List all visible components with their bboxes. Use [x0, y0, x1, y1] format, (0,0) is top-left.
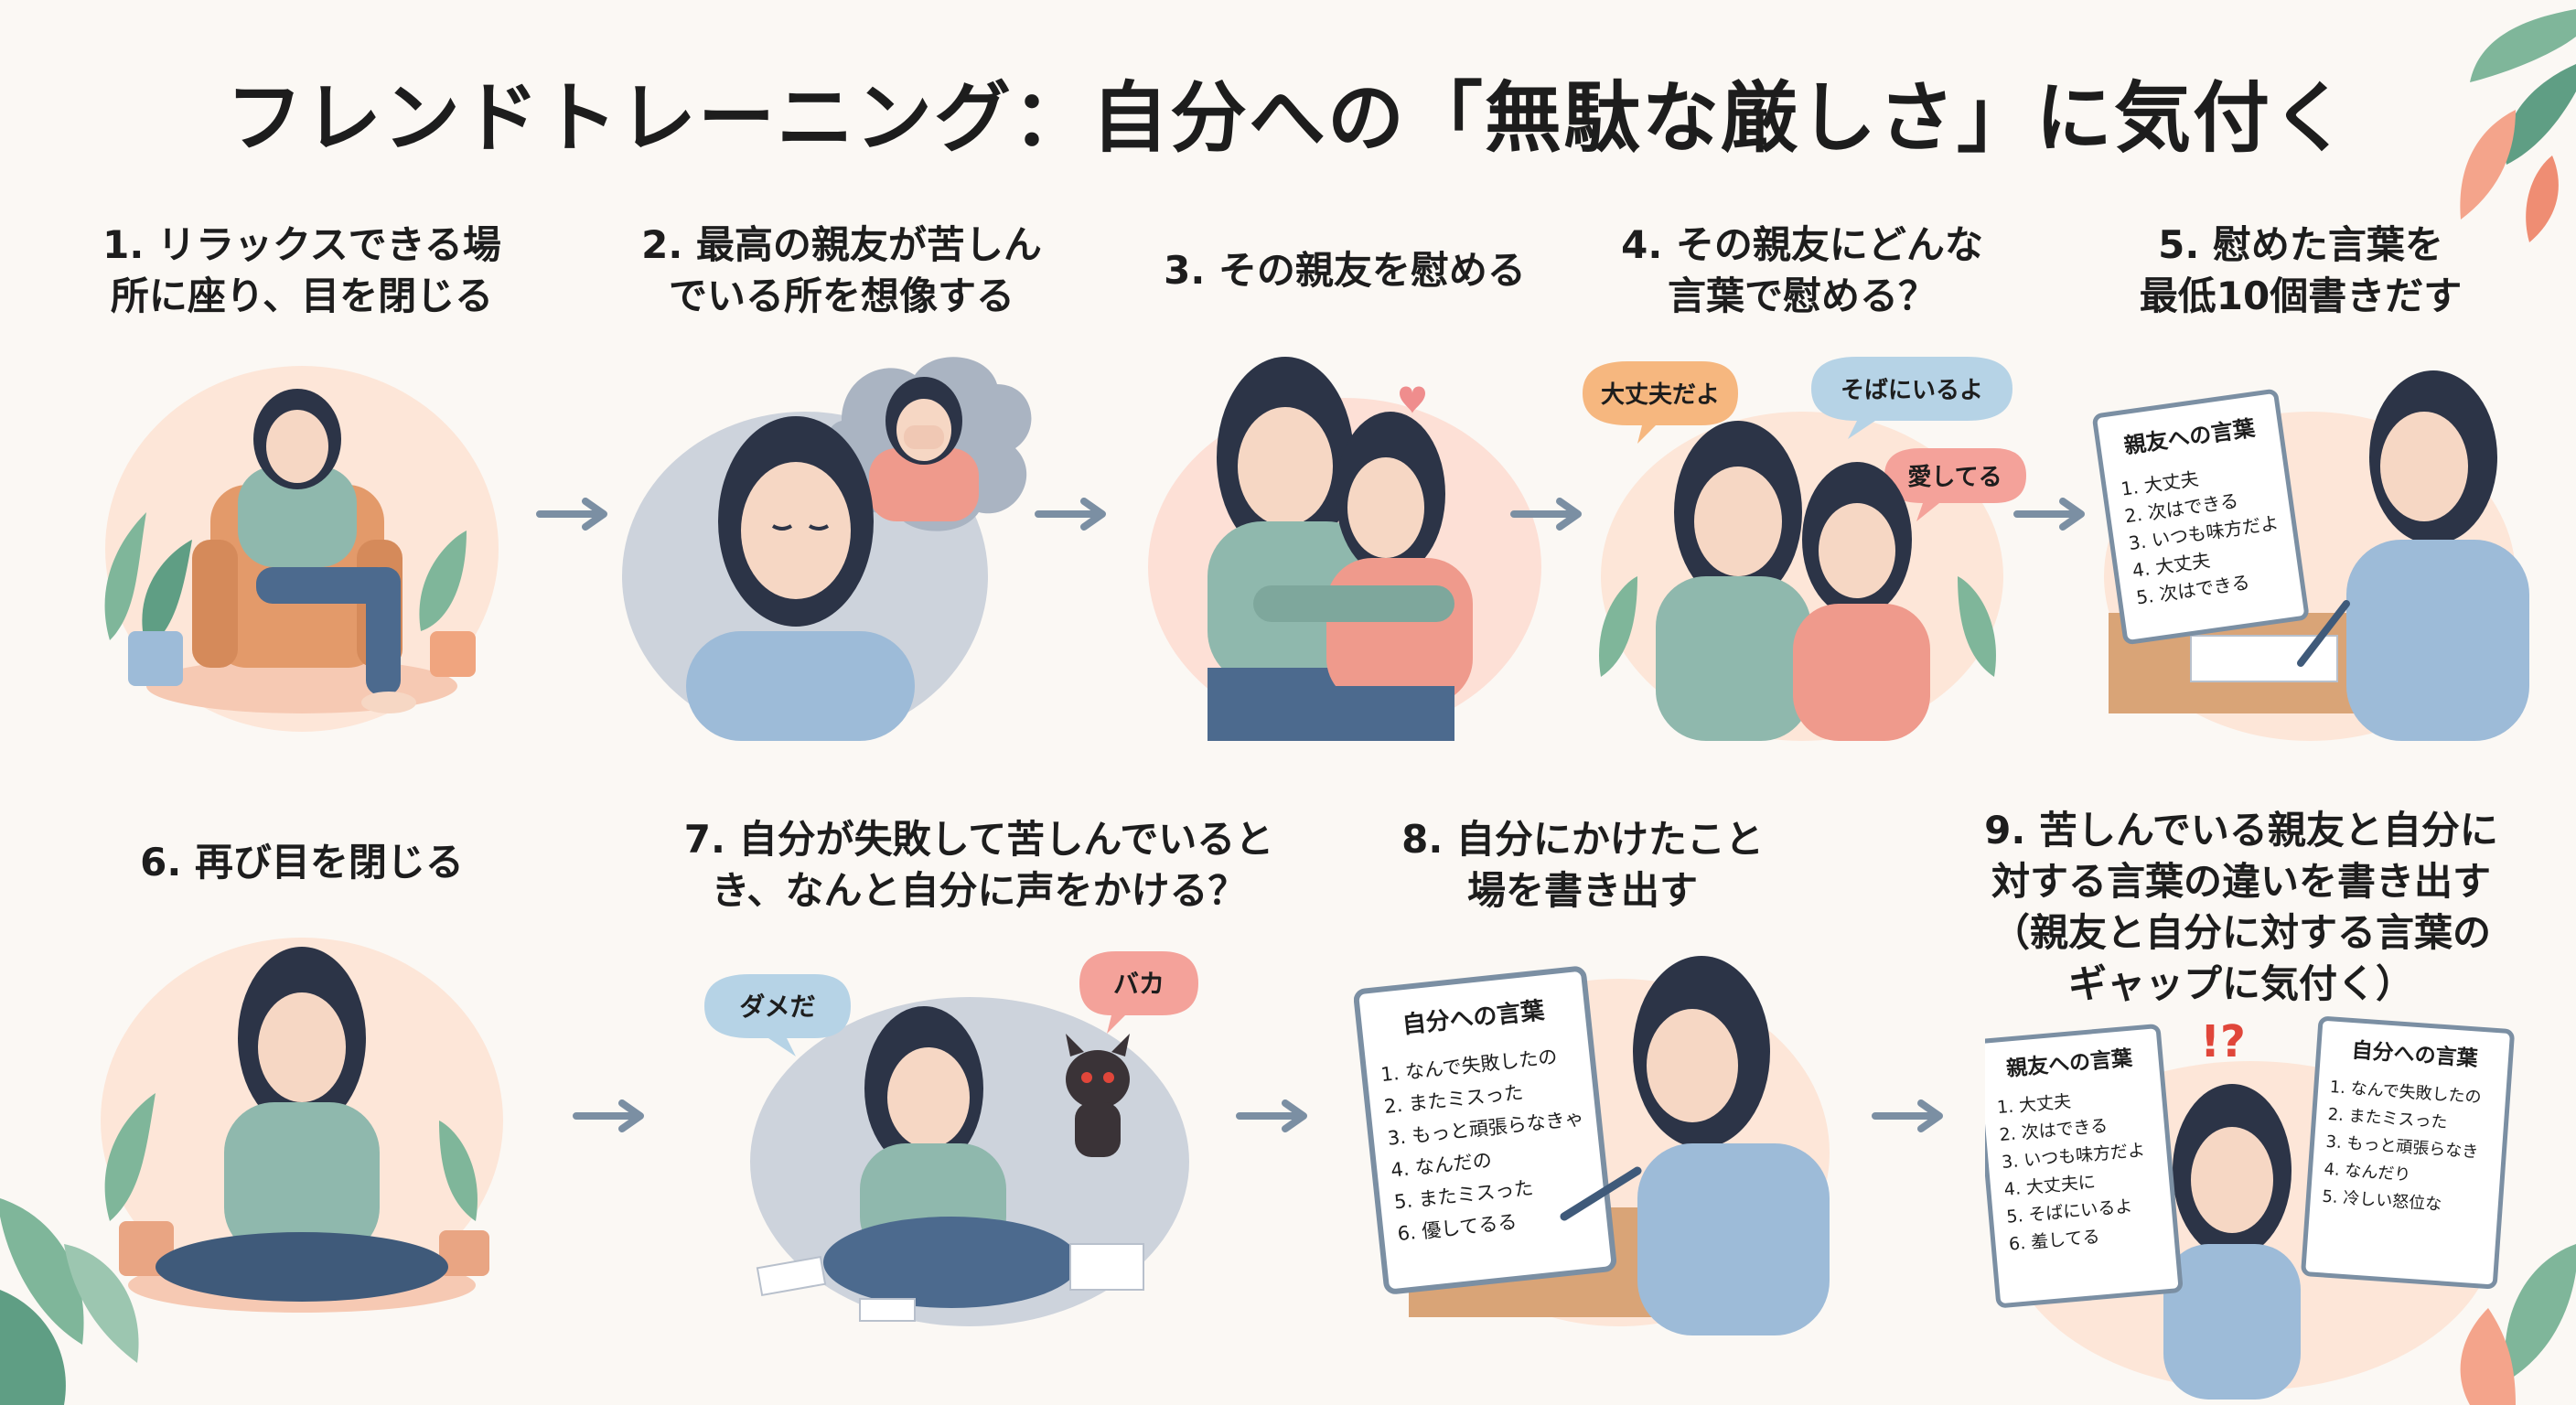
- svg-text:バカ: バカ: [1113, 969, 1165, 999]
- friend-words-notebook: 親友への言葉 1. 大丈夫 2. 次はできる 3. いつも味方だよ 4. 大丈夫…: [2092, 389, 2309, 645]
- step-7-caption: 7. 自分が失敗して苦しんでいると き、なんと自分に声をかける？: [683, 817, 1274, 913]
- self-words-notebook: 自分への言葉 1. なんで失敗したの 2. またミスった 3. もっと頑張らなき…: [1354, 966, 1617, 1294]
- leaf-decoration-bottom-left: [0, 1198, 139, 1405]
- arrow-right-icon: [1872, 1099, 1943, 1132]
- devil-icon: [1066, 1034, 1130, 1157]
- step-8-caption: 8. 自分にかけたこと 場を書き出す: [1401, 817, 1764, 913]
- arrow-right-icon: [536, 498, 607, 531]
- step-1-caption: 1. リラックスできる場 所に座り、目を閉じる: [102, 222, 501, 318]
- speech-bubble-blue: そばにいるよ: [1811, 357, 2012, 439]
- compare-words-illustration: !? 親友への言葉 1. 大丈夫 2. 次はできる 3. いつも味方だよ 4. …: [1985, 1016, 2515, 1400]
- meditate-illustration: [101, 938, 503, 1313]
- svg-text:ダメだ: ダメだ: [739, 992, 815, 1022]
- speech-bubble-blue: ダメだ: [704, 974, 851, 1056]
- svg-text:!?: !?: [2200, 1016, 2246, 1067]
- arrow-right-icon: [2013, 498, 2085, 531]
- step-3-caption: 3. その親友を慰める: [1164, 248, 1526, 293]
- write-self-words-illustration: 自分への言葉 1. なんで失敗したの 2. またミスった 3. もっと頑張らなき…: [1354, 956, 1830, 1335]
- page-title: フレンドトレーニング：自分への「無駄な厳しさ」に気付く: [225, 73, 2350, 163]
- arrow-right-icon: [1035, 498, 1106, 531]
- svg-text:大丈夫だよ: 大丈夫だよ: [1601, 381, 1720, 409]
- speech-bubble-orange: 大丈夫だよ: [1583, 361, 1738, 444]
- leaf-decoration-top-right: [2460, 9, 2576, 242]
- leaf-decoration-bottom-right: [2460, 1244, 2576, 1405]
- comfort-words-illustration: 大丈夫だよ そばにいるよ 愛してる: [1583, 357, 2026, 741]
- friend-words-notebook: 親友への言葉 1. 大丈夫 2. 次はできる 3. いつも味方だよ 4. 大丈夫…: [1985, 1024, 2184, 1308]
- arrow-right-icon: [1236, 1099, 1307, 1132]
- relax-chair-illustration: [104, 366, 499, 732]
- write-friend-words-illustration: 親友への言葉 1. 大丈夫 2. 次はできる 3. いつも味方だよ 4. 大丈夫…: [2092, 370, 2529, 741]
- arrow-right-icon: [1510, 498, 1582, 531]
- svg-text:愛してる: 愛してる: [1907, 464, 2002, 491]
- self-words-notebook: 自分への言葉 1. なんで失敗したの 2. またミスった 3. もっと頑張らなき…: [2301, 1016, 2515, 1290]
- step-9-caption: 9. 苦しんでいる親友と自分に 対する言葉の違いを書き出す （親友と自分に対する…: [1984, 808, 2498, 1006]
- speech-bubble-pink: 愛してる: [1884, 448, 2026, 521]
- comfort-hug-illustration: [1148, 357, 1541, 741]
- step-2-caption: 2. 最高の親友が苦しん でいる所を想像する: [641, 222, 1042, 318]
- step-6-caption: 6. 再び目を閉じる: [140, 840, 464, 885]
- svg-text:そばにいるよ: そばにいるよ: [1841, 377, 1983, 404]
- imagine-friend-illustration: [622, 357, 1032, 741]
- speech-bubble-pink: バカ: [1079, 951, 1198, 1034]
- self-criticism-illustration: ダメだ バカ: [704, 951, 1198, 1326]
- step-5-caption: 5. 慰めた言葉を 最低10個書きだす: [2139, 222, 2463, 318]
- step-4-caption: 4. その親友にどんな 言葉で慰める？: [1621, 222, 1983, 318]
- arrow-right-icon: [573, 1099, 644, 1132]
